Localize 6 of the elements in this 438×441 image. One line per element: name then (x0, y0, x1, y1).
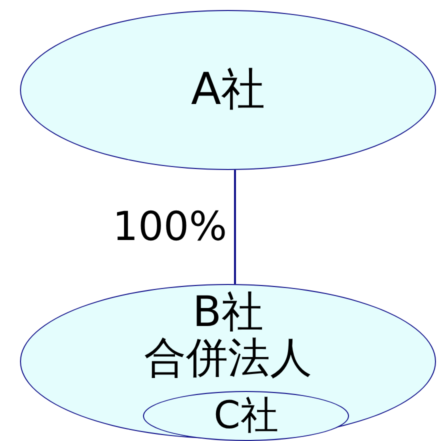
connector-line (234, 170, 236, 284)
node-label: A社 (190, 66, 266, 114)
node-label: C社 (214, 395, 278, 437)
node-label: B社 (192, 289, 264, 336)
edge-label: 100% (112, 206, 227, 247)
node-label: 合併法人 (144, 335, 312, 382)
